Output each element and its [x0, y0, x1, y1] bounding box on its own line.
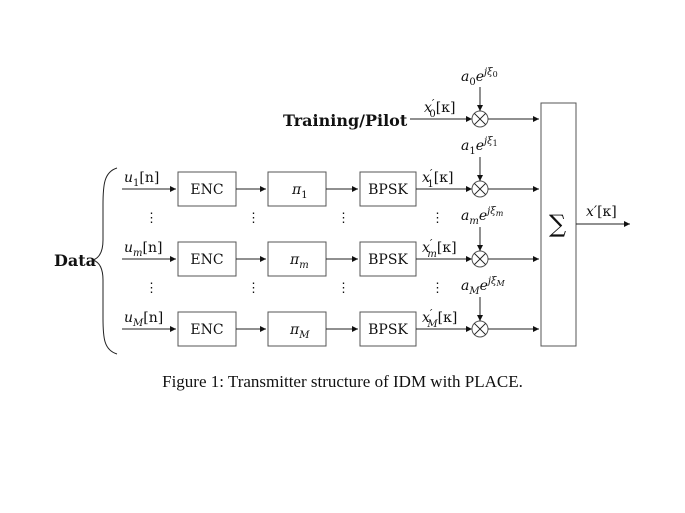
interleaver-label-m: πm — [289, 252, 309, 271]
dots-group-1: ⋮ ⋮ ⋮ ⋮ — [145, 211, 444, 226]
enc-block-m — [177, 241, 237, 277]
bpsk-label-m: BPSK — [368, 252, 408, 268]
figure-caption: Figure 1: Transmitter structure of IDM w… — [162, 372, 523, 391]
bpsk-block-m — [359, 241, 417, 277]
interleaver-label-1: π1 — [291, 182, 308, 201]
input-label-1: u1[n] — [124, 170, 159, 189]
interleaver-block-m — [267, 241, 327, 277]
dots: ⋮ — [431, 211, 444, 226]
enc-label-m: ENC — [190, 252, 223, 268]
input-label-M: uM[n] — [124, 310, 163, 329]
dots: ⋮ — [247, 281, 260, 296]
dots-group-2: ⋮ ⋮ ⋮ ⋮ — [145, 281, 444, 296]
multiplier-1-cross — [473, 182, 487, 196]
dots: ⋮ — [431, 281, 444, 296]
enc-block-M — [177, 311, 237, 347]
dots: ⋮ — [337, 281, 350, 296]
weight-1-label: a1ejξ1 — [461, 136, 498, 157]
multiplier-0-cross — [473, 112, 487, 126]
dots: ⋮ — [337, 211, 350, 226]
branch-signal-0: x′0[κ] — [424, 97, 455, 120]
enc-label-1: ENC — [190, 182, 223, 198]
bpsk-label-1: BPSK — [368, 182, 408, 198]
branch-row-M: uM[n] ENC πM BPSK x′M[κ] aMejξM — [122, 276, 539, 347]
weight-0-label: a0ejξ0 — [461, 67, 498, 88]
data-brace — [91, 167, 118, 355]
summation-block — [540, 102, 577, 347]
bpsk-label-M: BPSK — [368, 322, 408, 338]
dots: ⋮ — [247, 211, 260, 226]
branch-row-1: u1[n] ENC π1 BPSK x′1[κ] a1ejξ1 — [122, 136, 539, 207]
bpsk-block-M — [359, 311, 417, 347]
dots: ⋮ — [145, 211, 158, 226]
multiplier-m-cross — [473, 252, 487, 266]
output-signal-label: x′[κ] — [586, 204, 617, 220]
multiplier-M-cross — [473, 322, 487, 336]
input-label-m: um[n] — [124, 240, 162, 259]
bpsk-block-1 — [359, 171, 417, 207]
training-pilot-label: Training/Pilot — [283, 111, 408, 130]
branch-signal-m: x′m[κ] — [422, 237, 457, 260]
summation-symbol: ∑ — [549, 210, 566, 238]
branch-signal-1: x′1[κ] — [422, 167, 453, 190]
enc-label-M: ENC — [190, 322, 223, 338]
weight-m-label: amejξm — [461, 206, 504, 227]
weight-M-label: aMejξM — [461, 276, 506, 297]
branch-row-m: um[n] ENC πm BPSK x′m[κ] amejξm — [122, 206, 539, 277]
interleaver-label-M: πM — [289, 322, 310, 341]
dots: ⋮ — [145, 281, 158, 296]
data-label: Data — [54, 251, 96, 270]
branch-signal-M: x′M[κ] — [422, 307, 457, 330]
enc-block-1 — [177, 171, 237, 207]
